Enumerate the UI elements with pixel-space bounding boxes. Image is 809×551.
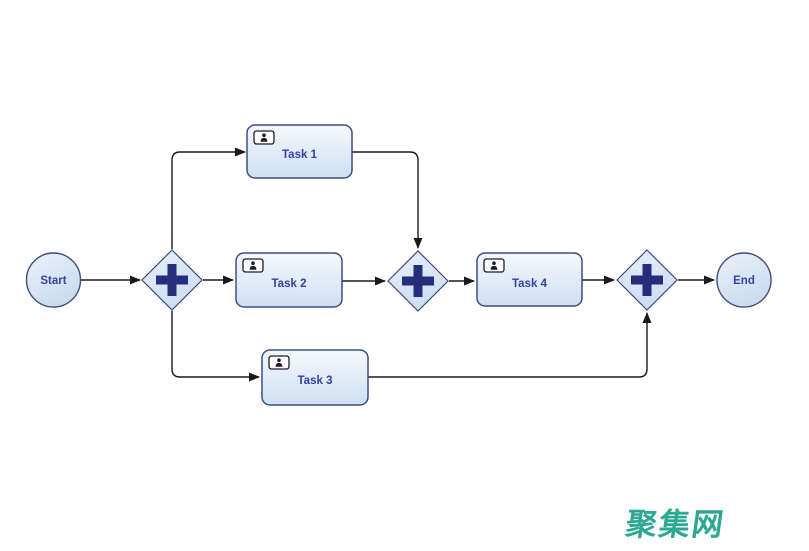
task4-label: Task 4: [512, 278, 548, 290]
start-event-label: Start: [40, 275, 66, 287]
task3-node: Task 3: [261, 349, 369, 406]
start-event-node: Start: [25, 252, 82, 308]
user-task-icon: [483, 258, 505, 273]
end-event-label: End: [733, 275, 755, 287]
parallel-plus-icon: [156, 264, 188, 296]
task1-node: Task 1: [246, 124, 353, 179]
sequence-flows: [81, 147, 715, 382]
parallel-plus-icon: [631, 264, 663, 296]
parallel-gateway-join2-node: [616, 249, 678, 311]
parallel-plus-icon: [402, 265, 434, 297]
user-task-icon: [253, 130, 275, 145]
edge-task1-to-join-gateway1: [352, 151, 423, 249]
task3-label: Task 3: [298, 375, 333, 387]
user-task-icon: [242, 258, 264, 273]
edge-split-gateway-to-task1: [171, 147, 246, 249]
start-event-circle: [25, 252, 82, 308]
end-event-circle: [716, 252, 772, 308]
task4-node: Task 4: [476, 252, 583, 307]
end-event-node: End: [716, 252, 772, 308]
edge-task3-to-join-gateway2: [368, 312, 652, 378]
task1-label: Task 1: [282, 149, 318, 161]
edge-split-gateway-to-task3: [171, 311, 260, 382]
site-watermark: 聚集网: [623, 507, 728, 542]
task2-node: Task 2: [235, 252, 343, 308]
task2-label: Task 2: [272, 278, 307, 290]
parallel-gateway-join1-node: [387, 250, 449, 312]
user-task-icon: [268, 355, 290, 370]
parallel-gateway-split-node: [141, 249, 203, 311]
